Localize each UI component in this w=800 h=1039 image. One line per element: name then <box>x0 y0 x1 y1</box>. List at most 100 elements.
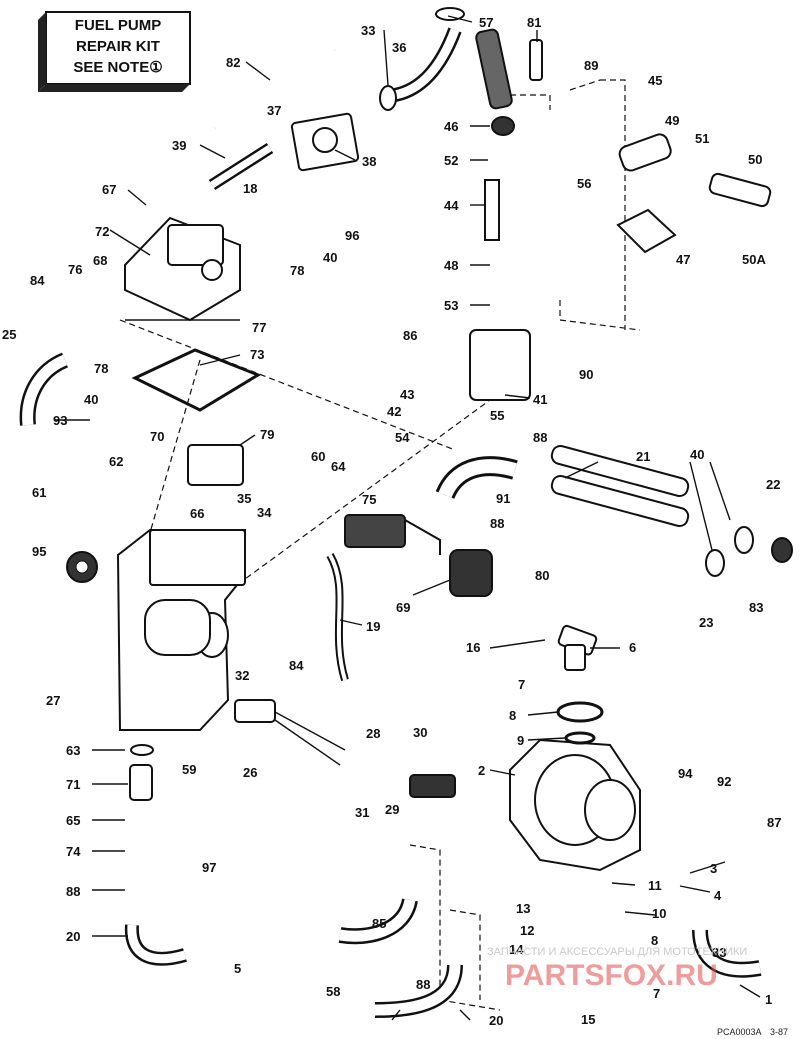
callout: 58 <box>326 984 340 999</box>
callout: 15 <box>581 1012 595 1027</box>
callout: 59 <box>182 762 196 777</box>
footer-date: 3-87 <box>770 1027 788 1037</box>
callout: 92 <box>717 774 731 789</box>
callout: 83 <box>749 600 763 615</box>
callout: 54 <box>395 430 410 445</box>
callout: 40 <box>84 392 98 407</box>
callout: 12 <box>520 923 534 938</box>
callout: 22 <box>766 477 780 492</box>
callout: 77 <box>252 320 266 335</box>
callout: 64 <box>331 459 346 474</box>
note-line-2: REPAIR KIT <box>76 38 160 55</box>
callout: 79 <box>260 427 274 442</box>
callout: 40 <box>690 447 704 462</box>
callout: 86 <box>403 328 417 343</box>
callout: 88 <box>66 884 80 899</box>
callout: 68 <box>93 253 107 268</box>
note-line-1: FUEL PUMP <box>75 17 161 34</box>
callout: 67 <box>102 182 116 197</box>
callout: 55 <box>490 408 504 423</box>
callout: 52 <box>444 153 458 168</box>
callout: 95 <box>32 544 46 559</box>
callout: 89 <box>584 58 598 73</box>
footer-code: PCA0003A <box>717 1027 762 1037</box>
assembly-outlines <box>119 79 641 1011</box>
callout: 53 <box>444 298 458 313</box>
callout: 8 <box>651 933 658 948</box>
callout: 26 <box>243 765 257 780</box>
callout: 38 <box>362 154 376 169</box>
callout: 9 <box>517 733 524 748</box>
callout: 23 <box>699 615 713 630</box>
callout: 33 <box>712 945 726 960</box>
callout: 74 <box>66 844 81 859</box>
callout: 50A <box>742 252 766 267</box>
callout: 84 <box>289 658 304 673</box>
callout-labels: 33 57 81 36 82 89 45 37 46 49 39 38 52 5… <box>2 15 781 1028</box>
callout: 5 <box>234 961 241 976</box>
callout: 72 <box>95 224 109 239</box>
callout: 48 <box>444 258 458 273</box>
callout: 1 <box>765 992 772 1007</box>
callout: 36 <box>392 40 406 55</box>
callout: 46 <box>444 119 458 134</box>
watermark-brand: PARTSFOX.RU <box>505 959 718 992</box>
callout: 51 <box>695 131 709 146</box>
callout: 7 <box>653 986 660 1001</box>
callout: 71 <box>66 777 80 792</box>
callout: 20 <box>489 1013 503 1028</box>
callout: 84 <box>30 273 45 288</box>
callout: 40 <box>323 250 337 265</box>
callout: 16 <box>466 640 480 655</box>
callout: 96 <box>345 228 359 243</box>
callout: 34 <box>257 505 272 520</box>
callout: 80 <box>535 568 549 583</box>
callout: 33 <box>361 23 375 38</box>
callout: 88 <box>490 516 504 531</box>
callout: 93 <box>53 413 67 428</box>
watermark-caption: ЗАПЧАСТИ И АКСЕССУАРЫ ДЛЯ МОТОТЕХНИКИ <box>487 946 747 958</box>
callout: 65 <box>66 813 80 828</box>
callout: 4 <box>714 888 722 903</box>
callout: 73 <box>250 347 264 362</box>
callout: 88 <box>533 430 547 445</box>
callout: 45 <box>648 73 662 88</box>
leader-lines <box>55 15 761 1021</box>
callout: 31 <box>355 805 369 820</box>
callout: 97 <box>202 860 216 875</box>
callout: 63 <box>66 743 80 758</box>
callout: 7 <box>518 677 525 692</box>
callout: 76 <box>68 262 82 277</box>
callout: 62 <box>109 454 123 469</box>
callout: 78 <box>94 361 108 376</box>
callout: 78 <box>290 263 304 278</box>
callout: 25 <box>2 327 16 342</box>
callout: 88 <box>416 977 430 992</box>
callout: 44 <box>444 198 459 213</box>
callout: 37 <box>267 103 281 118</box>
callout: 85 <box>372 916 386 931</box>
callout: 69 <box>396 600 410 615</box>
watermark: ЗАПЧАСТИ И АКСЕССУАРЫ ДЛЯ МОТОТЕХНИКИ PA… <box>487 946 747 992</box>
callout: 21 <box>636 449 650 464</box>
callout: 61 <box>32 485 46 500</box>
callout: 75 <box>362 492 376 507</box>
callout: 32 <box>235 668 249 683</box>
callout: 41 <box>533 392 547 407</box>
callout: 27 <box>46 693 60 708</box>
callout: 81 <box>527 15 541 30</box>
callout: 90 <box>579 367 593 382</box>
callout: 3 <box>710 861 717 876</box>
callout: 10 <box>652 906 666 921</box>
callout: 42 <box>387 404 401 419</box>
parts <box>19 7 793 1018</box>
callout: 60 <box>311 449 325 464</box>
callout: 8 <box>509 708 516 723</box>
callout: 14 <box>509 942 524 957</box>
callout: 94 <box>678 766 693 781</box>
callout: 20 <box>66 929 80 944</box>
callout: 49 <box>665 113 679 128</box>
callout: 70 <box>150 429 164 444</box>
callout: 19 <box>366 619 380 634</box>
callout: 82 <box>226 55 240 70</box>
